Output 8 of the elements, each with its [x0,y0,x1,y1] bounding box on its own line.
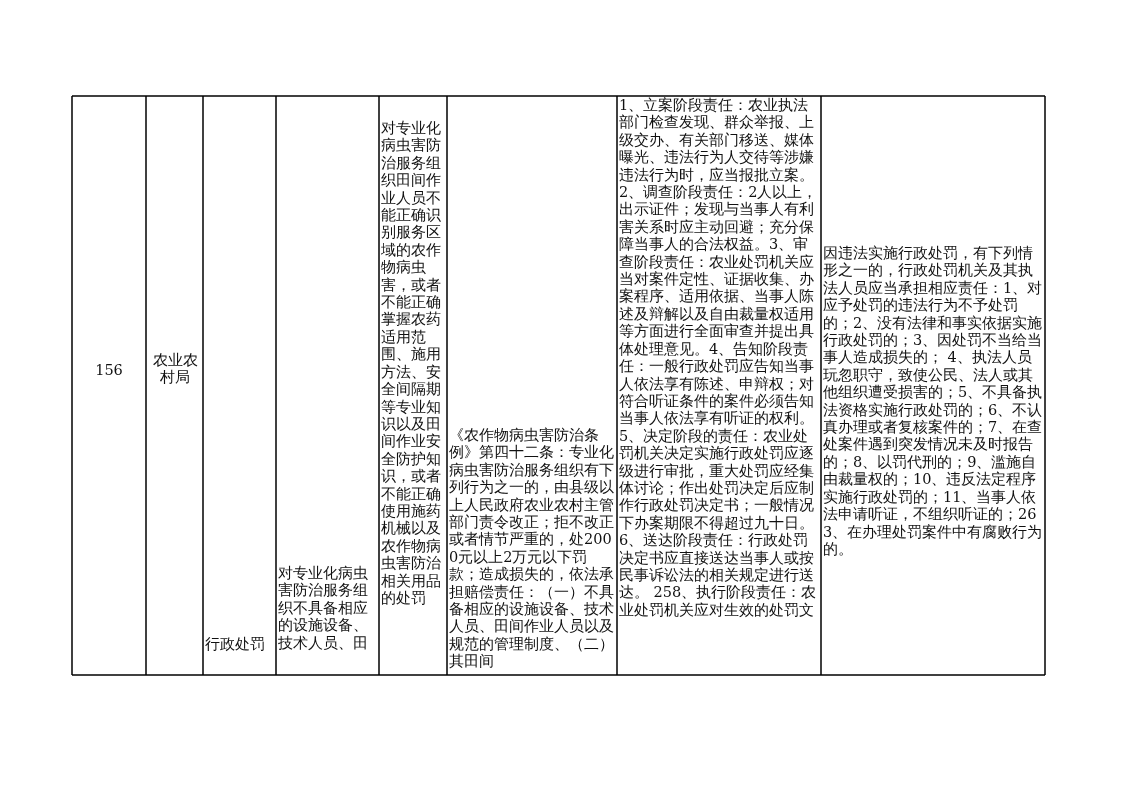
category-text: 行政处罚 [205,636,266,654]
item-name: 对专业化病虫害防治服务组织不具备相应的设施设备、技术人员、田 [278,565,369,653]
item-description: 对专业化病虫害防治服务组织田间作业人员不能正确识别服务区域的农作物病虫害，或者不能正确掌握农药适用范围、施用方法、安全间隔期等专业知识以及田间作业安全防护知识，或者不能正确使用施药机械以及农作物病虫害防治相关用品的处罚 [381,120,442,608]
legal-basis: 《农作物病虫害防治条例》第四十二条：专业化病虫害防治服务组织有下列行为之一的，由县级以上人民政府农业农村主管部门责令改正；拒不改正或者情节严重的，处2000元以上2万元以下罚款；造成损失的，依法承担赔偿责任：（一）不具备相应的设施设备、技术人员、田间作业人员以及规范的管理制度、（二）其田间 [449,427,615,671]
row-number: 156 [94,362,124,380]
accountability-text: 因违法实施行政处罚，有下列情形之一的，行政处罚机关及其执法人员应当承担相应责任：1、对应予处罚的违法行为不予处罚的；2、没有法律和事实依据实施行政处罚的；3、因处罚不当给当事人造成损失的； 4、执法人员玩忽职守，致使公民、法人或其他组织遭受损害的；5、不具备执法资格实施行政处罚的；6、不认真办理或者复核案件的；7、在查处案件遇到突发情况未及时报告的；8、以罚代刑的；9、滥施自由裁量权的；10、违反法定程序实施行政处罚的；11、当事人依法申请听证，不组织听证的；263、在办理处罚案件中有腐败行为的。 [823,245,1043,559]
department-name: 农业农村局 [151,352,199,387]
responsibility-text: 1、立案阶段责任：农业执法部门检查发现、群众举报、上级交办、有关部门移送、媒体曝光、违法行为人交待等涉嫌违法行为时，应当报批立案。2、调查阶段责任：2人以上，出示证件；发现与当事人有利害关系时应主动回避；充分保障当事人的合法权益。3、审查阶段责任：农业处罚机关应当对案件定性、证据收集、办案程序、适用依据、当事人陈述及辩解以及自由裁量权适用等方面进行全面审查并提出具体处理意见。4、告知阶段责任：一般行政处罚应告知当事人依法享有陈述、申辩权；对符合听证条件的案件必须告知当事人依法享有听证的权利。5、决定阶段的责任：农业处罚机关决定实施行政处罚应逐级进行审批，重大处罚应经集体讨论；作出处罚决定后应制作行政处罚决定书；一般情况下办案期限不得超过九十日。6、送达阶段责任：行政处罚决定书应直接送达当事人或按民事诉讼法的相关规定进行送达。 258、执行阶段责任：农业处罚机关应对生效的处罚文 [619,97,819,620]
